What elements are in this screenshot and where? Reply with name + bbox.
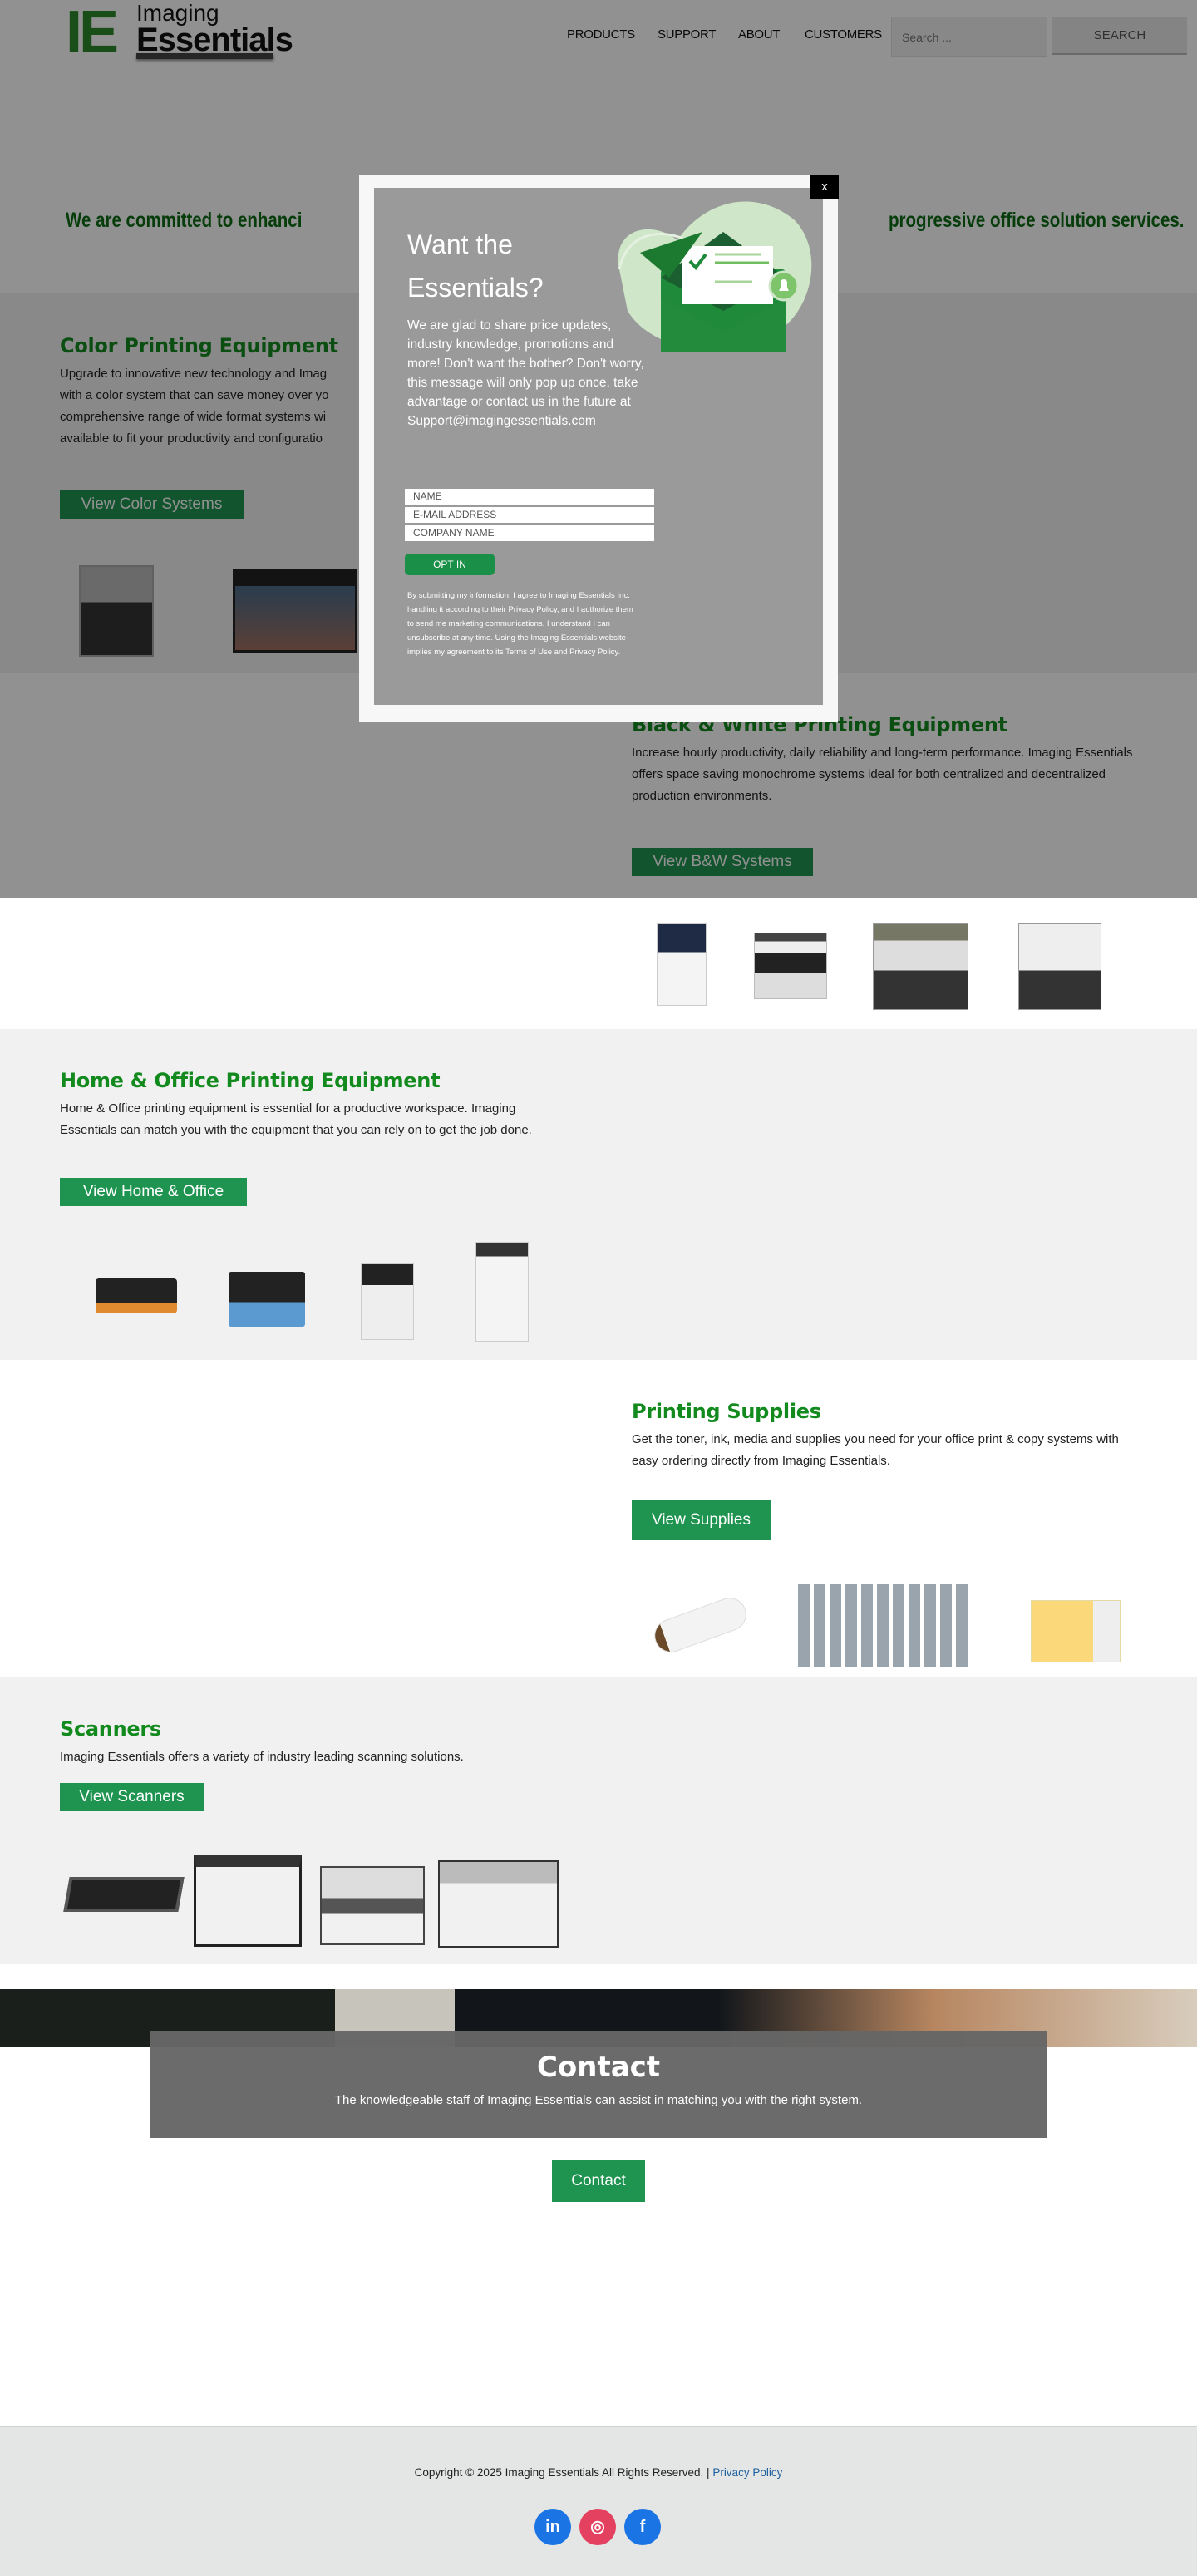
view-color-systems-button[interactable]: View Color Systems bbox=[60, 490, 244, 519]
copyright-line: Copyright © 2025 Imaging Essentials All … bbox=[0, 2465, 1197, 2481]
nav-products[interactable]: PRODUCTS bbox=[567, 27, 635, 42]
color-body-line: with a color system that can save money … bbox=[60, 388, 329, 402]
contact-button[interactable]: Contact bbox=[552, 2160, 645, 2202]
scanners-body: Imaging Essentials offers a variety of i… bbox=[60, 1750, 464, 1764]
view-bw-systems-button[interactable]: View B&W Systems bbox=[632, 848, 813, 876]
scanner-printer-image[interactable] bbox=[320, 1866, 425, 1945]
supplies-title: Printing Supplies bbox=[632, 1400, 821, 1423]
color-body-line: Upgrade to innovative new technology and… bbox=[60, 367, 328, 381]
contact-subtitle: The knowledgeable staff of Imaging Essen… bbox=[334, 2093, 863, 2107]
logo-text-imaging[interactable]: Imaging bbox=[136, 0, 219, 26]
popup-close-button[interactable]: x bbox=[810, 175, 839, 199]
contact-box: Contact The knowledgeable staff of Imagi… bbox=[150, 2031, 1047, 2138]
bw-desktop-printer-image[interactable] bbox=[754, 933, 827, 999]
wide-format-printer-image[interactable] bbox=[233, 569, 357, 653]
bw-wide-format-2-image[interactable] bbox=[1018, 923, 1101, 1010]
popup-panel: Want the Essentials? We are glad to shar… bbox=[374, 188, 823, 705]
logo-text-essentials[interactable]: Essentials bbox=[136, 22, 293, 58]
email-input[interactable]: E-MAIL ADDRESS bbox=[405, 507, 654, 523]
envelope-illustration-icon bbox=[618, 201, 812, 352]
tagline-right: progressive office solution services. bbox=[888, 209, 1184, 232]
bw-body: Increase hourly productivity, daily reli… bbox=[632, 746, 1133, 803]
popup-fine-print: By submitting my information, I agree to… bbox=[407, 591, 633, 657]
nav-support[interactable]: SUPPORT bbox=[658, 27, 717, 42]
footer: Copyright © 2025 Imaging Essentials All … bbox=[0, 2426, 1197, 2576]
opt-in-button[interactable]: OPT IN bbox=[405, 554, 495, 575]
copyright-text: Copyright © 2025 Imaging Essentials All … bbox=[414, 2466, 710, 2479]
logo-underline bbox=[136, 53, 273, 59]
home-office-title: Home & Office Printing Equipment bbox=[60, 1069, 441, 1092]
nav-about[interactable]: ABOUT bbox=[738, 27, 781, 42]
home-office-body: Home & Office printing equipment is esse… bbox=[60, 1101, 532, 1137]
scanners-section bbox=[0, 1677, 1197, 1964]
supplies-body: Get the toner, ink, media and supplies y… bbox=[632, 1432, 1119, 1468]
search-input[interactable]: Search ... bbox=[891, 17, 1047, 57]
toner-bottles-image[interactable] bbox=[798, 1584, 971, 1667]
wide-scanner-image[interactable] bbox=[194, 1855, 302, 1947]
wide-scanner-stand-image[interactable] bbox=[438, 1860, 559, 1948]
office-mfp-image[interactable] bbox=[361, 1263, 414, 1340]
color-body-line: comprehensive range of wide format syste… bbox=[60, 410, 327, 424]
nav-customers[interactable]: CUSTOMERS bbox=[805, 27, 882, 42]
color-title: Color Printing Equipment bbox=[60, 334, 338, 357]
view-supplies-button[interactable]: View Supplies bbox=[632, 1500, 771, 1540]
paper-roll-image[interactable] bbox=[649, 1593, 751, 1657]
logo-mark[interactable]: IE bbox=[66, 0, 119, 66]
tagline-left: We are committed to enhanci bbox=[66, 209, 303, 232]
facebook-icon[interactable]: f bbox=[624, 2509, 661, 2545]
enterprise-mfp-image[interactable] bbox=[475, 1242, 529, 1342]
instagram-icon[interactable]: ◎ bbox=[579, 2509, 616, 2545]
newsletter-popup: Want the Essentials? We are glad to shar… bbox=[359, 175, 838, 722]
ink-tank-printer-image[interactable] bbox=[229, 1272, 305, 1327]
flatbed-scanner-image[interactable] bbox=[63, 1877, 185, 1912]
scanners-title: Scanners bbox=[60, 1717, 161, 1741]
search-button[interactable]: SEARCH bbox=[1052, 17, 1187, 55]
color-body: Upgrade to innovative new technology and… bbox=[60, 363, 328, 450]
contact-title: Contact bbox=[536, 2051, 661, 2084]
name-input[interactable]: NAME bbox=[405, 489, 654, 505]
paper-ream-image[interactable] bbox=[1031, 1600, 1121, 1662]
linkedin-icon[interactable]: in bbox=[534, 2509, 571, 2545]
bw-wide-format-image[interactable] bbox=[873, 923, 968, 1010]
photo-printer-image[interactable] bbox=[96, 1278, 177, 1313]
color-body-line: available to fit your productivity and c… bbox=[60, 431, 323, 446]
popup-body: We are glad to share price updates, indu… bbox=[407, 318, 644, 428]
view-home-office-button[interactable]: View Home & Office bbox=[60, 1178, 247, 1206]
privacy-policy-link[interactable]: Privacy Policy bbox=[712, 2466, 783, 2479]
bw-mfp-image[interactable] bbox=[657, 923, 707, 1006]
company-input[interactable]: COMPANY NAME bbox=[405, 525, 654, 541]
view-scanners-button[interactable]: View Scanners bbox=[60, 1783, 204, 1811]
color-printer-image[interactable] bbox=[79, 565, 154, 657]
popup-title: Want the Essentials? bbox=[407, 229, 544, 303]
